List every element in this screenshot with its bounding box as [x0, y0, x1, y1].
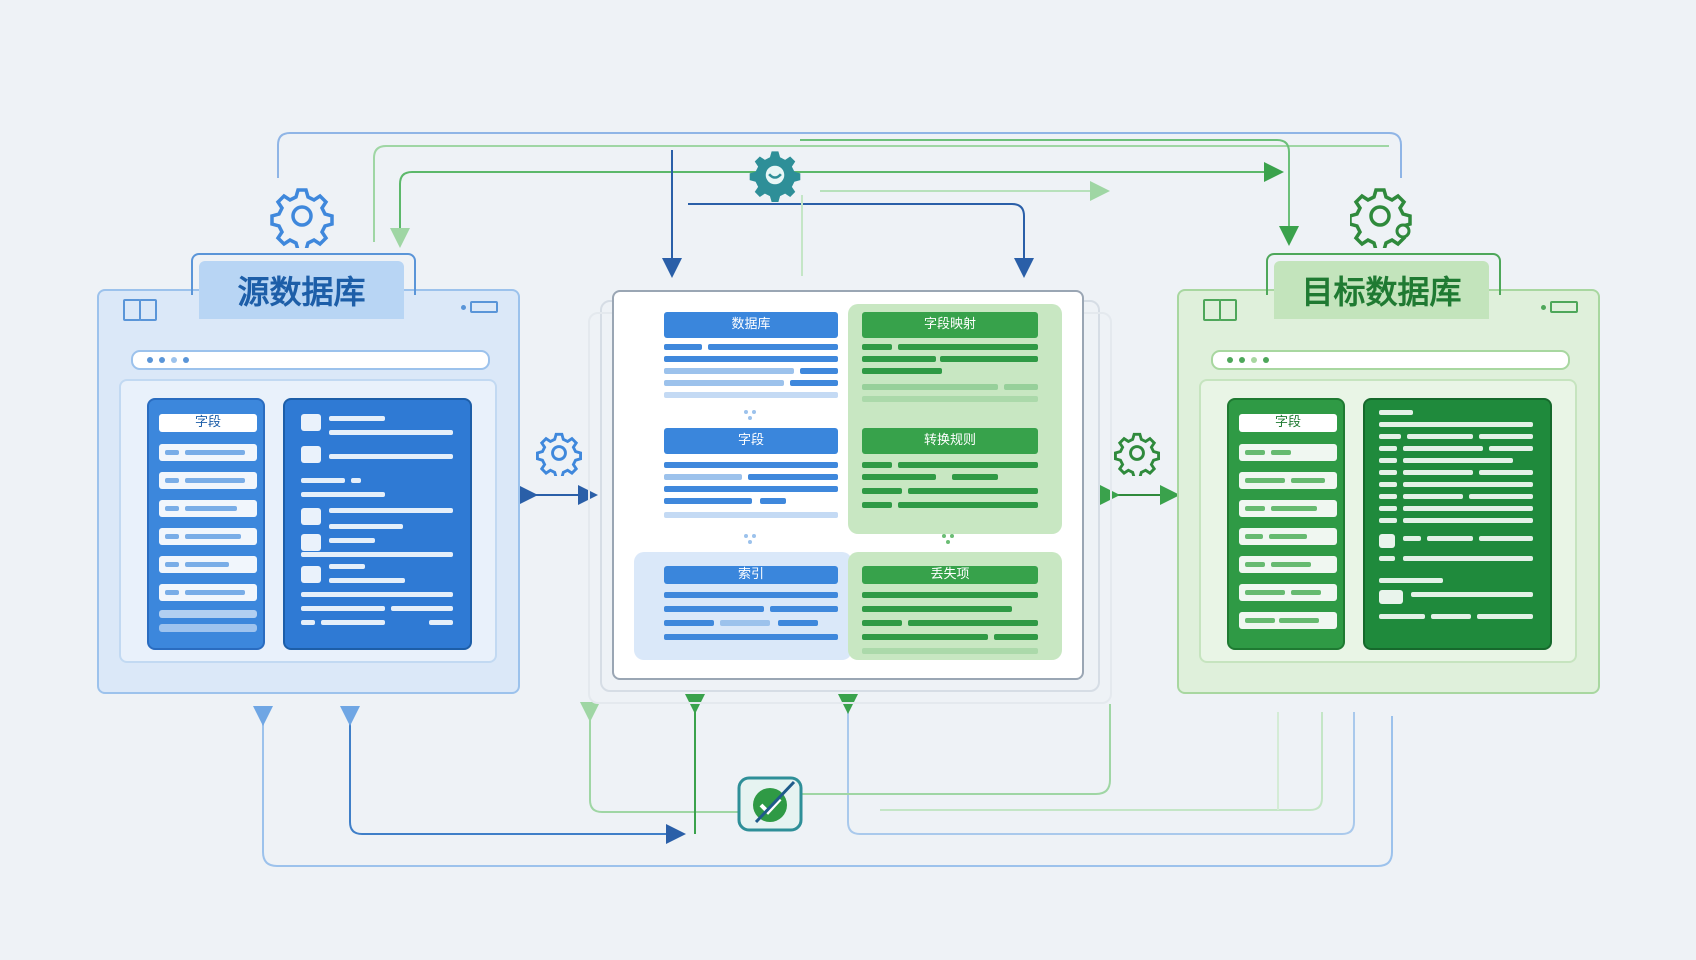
mapping-cell-title: 字段 [664, 428, 838, 454]
top-loop-arrow-to-target [399, 162, 1284, 238]
target-database-title: 目标数据库 [1274, 261, 1489, 319]
bottom-loop-to-mapping [340, 706, 686, 844]
connector-dots [744, 532, 758, 546]
field-list-header: 字段 [159, 414, 257, 432]
bottom-mapping-to-target [838, 694, 1355, 835]
gear-icon [536, 432, 582, 476]
mapping-cell-title: 转换规则 [862, 428, 1038, 454]
gear-icon [270, 188, 334, 248]
field-row [159, 556, 257, 573]
title-tab-frame [191, 253, 416, 295]
mapping-cell-title: 丢失项 [862, 566, 1038, 584]
field-row [1239, 472, 1337, 489]
field-list-panel: 字段 [147, 398, 265, 650]
field-row [159, 500, 257, 517]
verify-check-icon [737, 776, 803, 832]
top-loop-outer [277, 132, 1402, 178]
window-control [1550, 301, 1578, 313]
gear-icon [1350, 188, 1412, 248]
arrow-down-right [688, 203, 1034, 278]
field-row [1239, 500, 1337, 517]
source-database-title: 源数据库 [199, 261, 404, 319]
field-row [159, 444, 257, 461]
connector-dots [744, 408, 758, 422]
mapping-cell-bg [848, 304, 1062, 534]
gear-to-target-db [800, 139, 1299, 246]
window-control [470, 301, 498, 313]
record-panel [1363, 398, 1552, 650]
address-bar [1211, 350, 1570, 370]
source-database-window: 源数据库 字段 [97, 253, 520, 694]
mapping-cell-title: 索引 [664, 566, 838, 584]
target-database-window: 目标数据库 字段 [1177, 253, 1600, 694]
field-row [1239, 584, 1337, 601]
gear-icon [1114, 432, 1160, 476]
field-row [159, 610, 257, 618]
mapping-cell-title: 数据库 [664, 312, 838, 338]
bottom-green-left [580, 702, 760, 813]
top-loop-mid [373, 145, 1389, 242]
field-row [1239, 444, 1337, 461]
field-list-panel: 字段 [1227, 398, 1345, 650]
field-row [159, 528, 257, 545]
address-bar [131, 350, 490, 370]
window-control-dot [1541, 305, 1546, 310]
field-row [1239, 556, 1337, 573]
record-panel [283, 398, 472, 650]
field-row [159, 472, 257, 489]
bottom-loop-outer [253, 706, 1393, 867]
field-row [1239, 612, 1337, 629]
field-row [159, 624, 257, 632]
gear-icon [749, 151, 801, 202]
field-row [159, 584, 257, 601]
field-row [1239, 528, 1337, 545]
window-control-dot [461, 305, 466, 310]
window-icon [1203, 299, 1241, 321]
title-tab-frame [1266, 253, 1501, 295]
field-list-header: 字段 [1239, 414, 1337, 432]
mapping-panel: 数据库 字段映射 字段 转换规则 索引 丢失项 [612, 290, 1084, 680]
connector-dots [942, 532, 956, 546]
window-icon [123, 299, 161, 321]
mapping-cell-title: 字段映射 [862, 312, 1038, 338]
